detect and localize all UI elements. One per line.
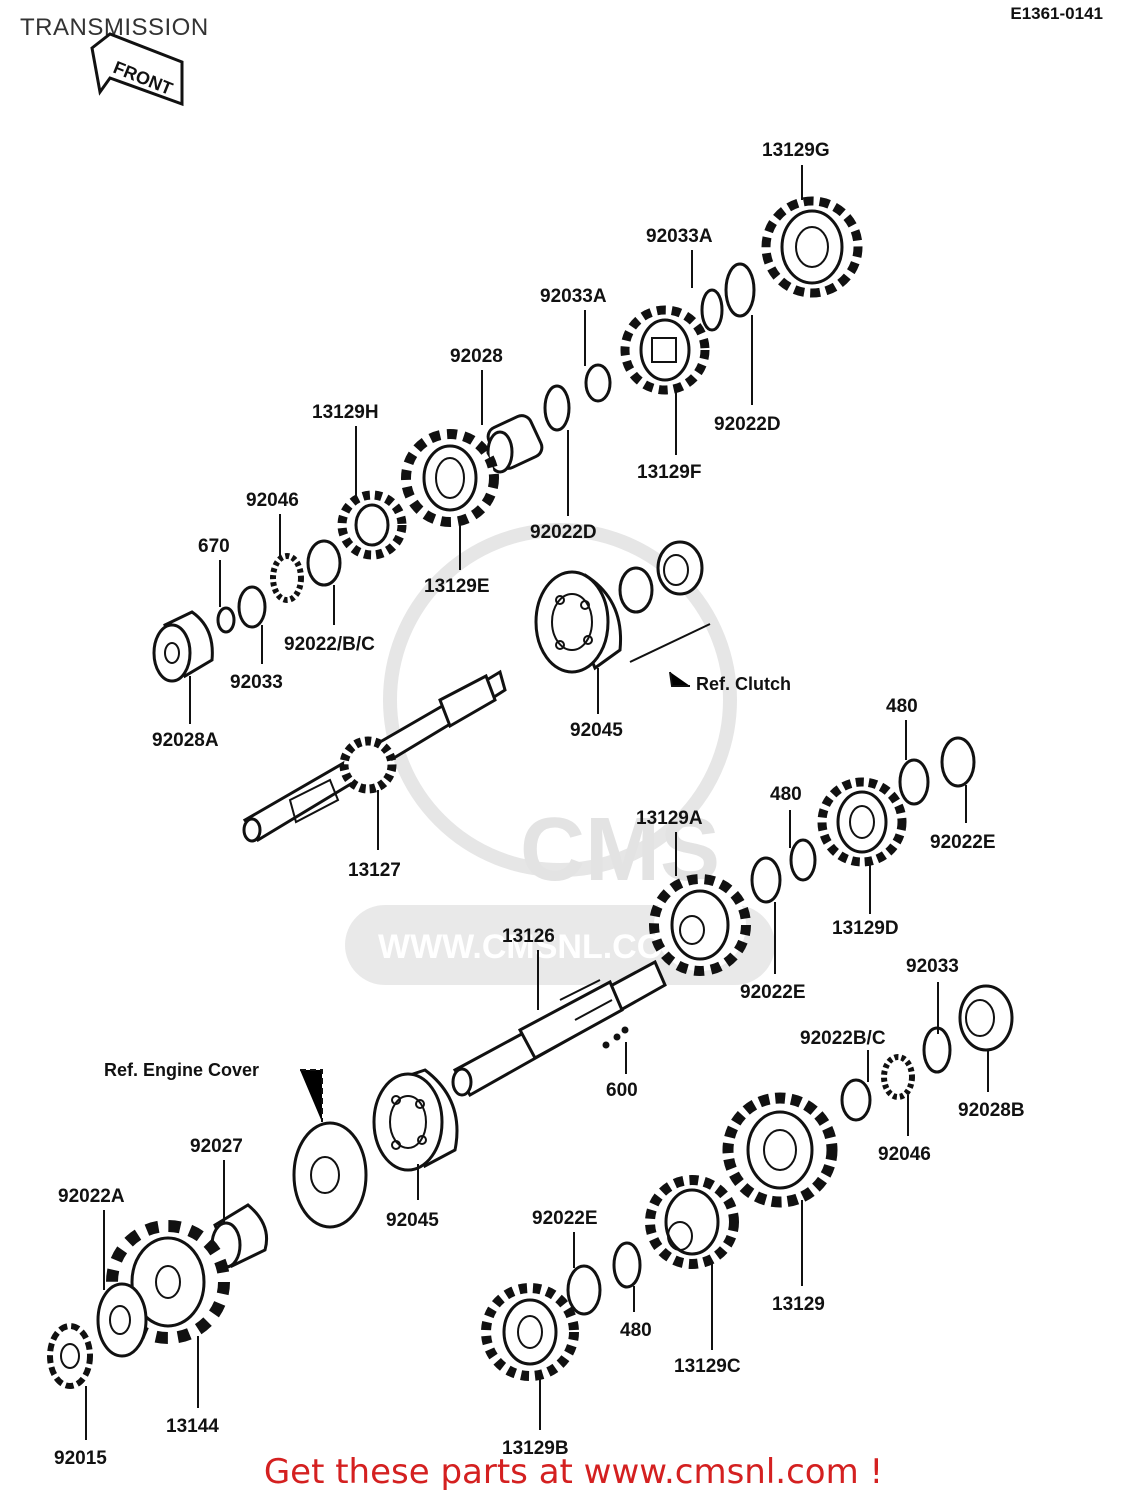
circlip-92033-icon: [237, 585, 267, 629]
leader-lines: [85, 165, 989, 1440]
front-arrow-icon: FRONT: [90, 32, 184, 107]
bearing-92045-top-icon: [534, 570, 623, 674]
bushing-92028A-icon: [152, 610, 214, 683]
label-92022BC-top: 92022/B/C: [284, 634, 375, 655]
label-92022E-mid: 92022E: [740, 982, 806, 1003]
label-13129G: 13129G: [762, 140, 830, 161]
label-92028A: 92028A: [152, 730, 219, 751]
label-92022A: 92022A: [58, 1186, 125, 1207]
nut-clutch-icon: [656, 540, 704, 596]
label-92028: 92028: [450, 346, 503, 367]
washer-92022E-mid-icon: [750, 856, 782, 904]
balls-600-icon: [602, 1026, 629, 1049]
label-92015: 92015: [54, 1448, 107, 1469]
nut-92015-icon: [47, 1323, 93, 1389]
washer-92022D-top-icon: [724, 262, 756, 318]
label-13129E: 13129E: [424, 576, 490, 597]
bushing-92028B-icon: [958, 984, 1014, 1052]
label-480-top: 480: [886, 696, 918, 717]
gear-13129E-icon: [401, 429, 499, 527]
circlip-92033A-top-icon: [700, 288, 724, 332]
label-92022E-top: 92022E: [930, 832, 996, 853]
circlip-480-lower-icon: [612, 1241, 642, 1289]
needle-bearing-92046-lower-icon: [881, 1054, 915, 1100]
washer-clutch-icon: [618, 566, 654, 614]
label-13129F: 13129F: [637, 462, 701, 483]
label-13129: 13129: [772, 1294, 825, 1315]
engine-cover-ref-line: [300, 1069, 323, 1122]
label-ref-engine-cover: Ref. Engine Cover: [104, 1060, 259, 1080]
promo-link[interactable]: Get these parts at www.cmsnl.com !: [263, 1452, 884, 1492]
gear-13129A-icon: [649, 874, 751, 976]
circlip-92033A-mid-icon: [584, 363, 612, 403]
gear-13129-icon: [722, 1092, 838, 1208]
label-13129B: 13129B: [502, 1438, 569, 1459]
label-13129H: 13129H: [312, 402, 379, 423]
label-13126: 13126: [502, 926, 555, 947]
circlip-480-top-icon: [898, 758, 930, 806]
washer-92022BC-lower-icon: [840, 1078, 872, 1122]
washer-92022E-top-icon: [940, 736, 976, 788]
washer-92022A-icon: [96, 1282, 148, 1358]
gear-13129D-icon: [817, 777, 907, 867]
bushing-92028B-bore-icon: [965, 999, 995, 1037]
label-92046-top: 92046: [246, 490, 299, 511]
washer-92022A-bore-icon: [109, 1305, 131, 1335]
label-13129C: 13129C: [674, 1356, 741, 1377]
gear-13129B-icon: [481, 1283, 579, 1381]
bearing-92045-lower-icon: [372, 1068, 459, 1172]
label-92022D-mid: 92022D: [530, 522, 597, 543]
label-13127: 13127: [348, 860, 401, 881]
label-13144: 13144: [166, 1416, 219, 1437]
label-92033-top: 92033: [230, 672, 283, 693]
label-92028B: 92028B: [958, 1100, 1025, 1121]
gear-13129F-icon: [620, 305, 710, 395]
label-92022BC-lower: 92022B/C: [800, 1028, 886, 1049]
gear-13129G-icon: [761, 196, 863, 298]
label-600: 600: [606, 1080, 638, 1101]
label-92027: 92027: [190, 1136, 243, 1157]
gear-13129H-icon: [337, 490, 407, 560]
label-92022E-lower: 92022E: [532, 1208, 598, 1229]
needle-bearing-92046-icon: [270, 553, 304, 603]
label-92022D-top: 92022D: [714, 414, 781, 435]
label-92033A-top: 92033A: [646, 226, 713, 247]
clutch-ref-line: [629, 623, 711, 663]
collar-92027-icon: [210, 1203, 269, 1269]
label-92045-top: 92045: [570, 720, 623, 741]
circlip-92033-lower-icon: [922, 1026, 952, 1074]
gear-13129C-icon: [645, 1175, 739, 1269]
label-480-mid: 480: [770, 784, 802, 805]
label-92033A-mid: 92033A: [540, 286, 607, 307]
shaft-13127-icon: [242, 669, 507, 843]
label-13129A: 13129A: [636, 808, 703, 829]
watermark-url: WWW.CMSNL.COM: [378, 928, 692, 966]
label-92045-lower: 92045: [386, 1210, 439, 1231]
label-ref-clutch: Ref. Clutch: [696, 674, 791, 694]
label-13129D: 13129D: [832, 918, 899, 939]
clutch-ref-pointer: [669, 671, 690, 687]
watermark: CMS WWW.CMSNL.COM: [345, 523, 775, 985]
circlip-480-mid-icon: [789, 838, 817, 882]
label-480-lower: 480: [620, 1320, 652, 1341]
label-92033-lower: 92033: [906, 956, 959, 977]
washer-670-icon: [216, 606, 236, 634]
engine-cover-seal-icon: [292, 1121, 368, 1229]
diagram-code: E1361-0141: [1010, 4, 1103, 23]
washer-92022D-mid-icon: [543, 384, 571, 432]
label-92046-lower: 92046: [878, 1144, 931, 1165]
shaft-13126-icon: [451, 959, 667, 1098]
washer-92022E-lower-icon: [566, 1264, 602, 1316]
washer-92022BC-icon: [306, 539, 342, 587]
label-670: 670: [198, 536, 230, 557]
